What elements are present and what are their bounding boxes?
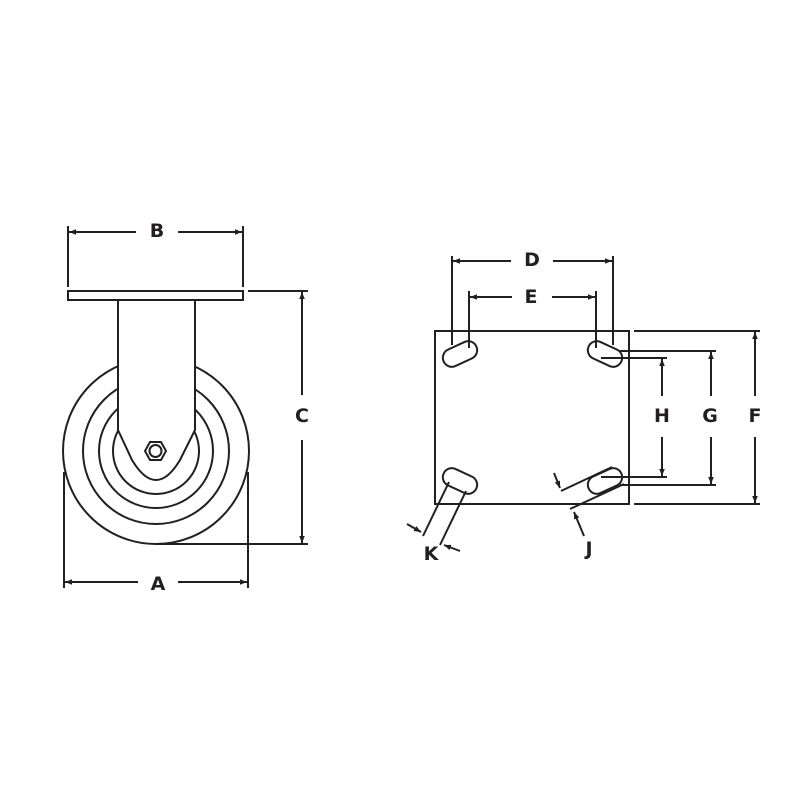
dimension-f: F — [634, 330, 762, 505]
label-d: D — [524, 249, 540, 271]
label-f: F — [749, 405, 762, 427]
label-a: A — [151, 573, 166, 595]
fork-leg — [117, 299, 196, 481]
axle-bolt — [148, 444, 163, 458]
label-h: H — [654, 405, 670, 427]
dimension-d: D — [451, 249, 614, 345]
top-plate — [67, 290, 244, 301]
caster-side-view: B A C — [62, 220, 309, 595]
dimension-k: K — [406, 481, 467, 565]
mounting-plate-view: D E F G — [406, 249, 762, 565]
dimension-e: E — [468, 286, 597, 348]
dimension-b: B — [67, 220, 244, 287]
dimension-h: H — [601, 357, 670, 478]
dimension-j: J — [553, 466, 625, 560]
label-j: J — [583, 538, 592, 560]
dimension-c: C — [156, 290, 309, 545]
dimension-a: A — [63, 472, 249, 595]
bolt-slot-bottom-left — [441, 467, 479, 495]
label-g: G — [702, 405, 718, 427]
dimension-g: G — [620, 350, 718, 486]
label-e: E — [525, 286, 538, 308]
label-c: C — [295, 405, 309, 427]
label-b: B — [150, 220, 164, 242]
label-k: K — [424, 543, 440, 565]
